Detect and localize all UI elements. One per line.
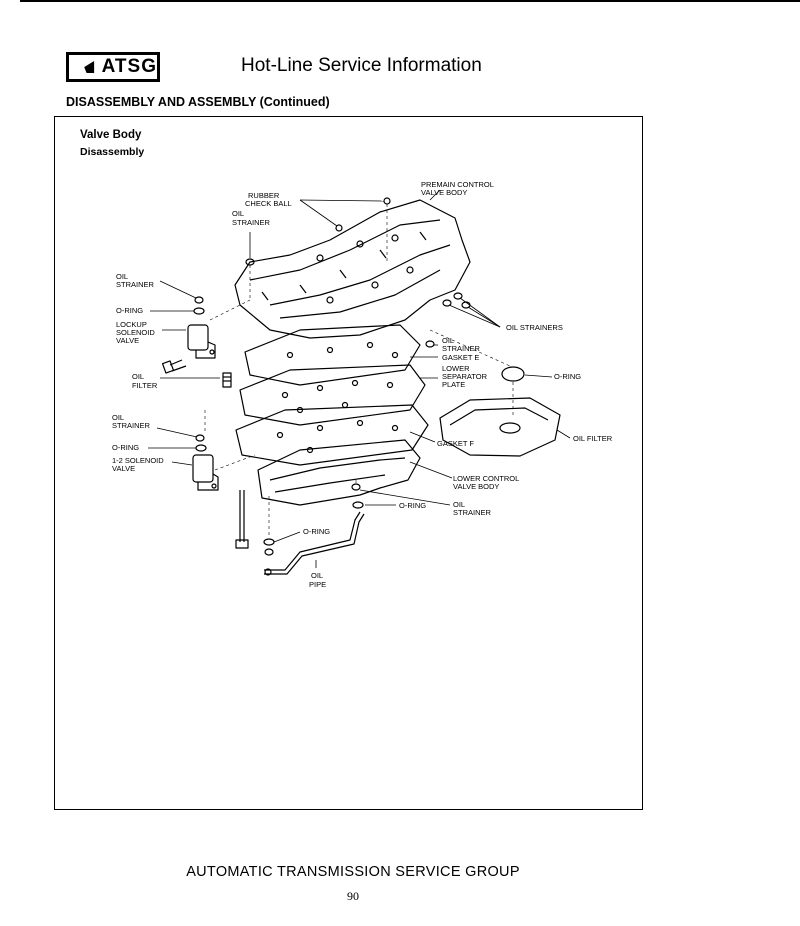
label-premain-control-2: VALVE BODY xyxy=(421,188,467,197)
label-oil-filter-left-2: FILTER xyxy=(132,381,158,390)
oil-strainer-right-part-1 xyxy=(453,292,463,300)
gasket-f xyxy=(235,404,429,466)
leader-lines xyxy=(148,189,571,568)
label-solenoid-1-2-1: 1-2 SOLENOID xyxy=(112,456,164,465)
oil-filter-left xyxy=(222,372,232,388)
label-lockup-solenoid-2: SOLENOID xyxy=(116,328,155,337)
oil-strainer-left-lower-part xyxy=(195,434,205,442)
label-oil-strainer-left-lower-2: STRAINER xyxy=(112,421,151,430)
label-lower-separator-3: PLATE xyxy=(442,380,465,389)
oil-strainer-left-part xyxy=(194,296,204,304)
o-ring-bottom-part xyxy=(263,538,275,546)
label-lower-control-2: VALVE BODY xyxy=(453,482,499,491)
oil-strainer-right-part-2 xyxy=(442,299,452,307)
figure-title: Valve Body xyxy=(80,129,142,141)
label-oil-pipe-2: PIPE xyxy=(309,580,326,589)
label-gasket-e: GASKET E xyxy=(442,353,479,362)
figure-subtitle: Disassembly xyxy=(80,146,145,158)
label-o-ring-bottom: O-RING xyxy=(303,527,330,536)
label-oil-strainer-left-2: STRAINER xyxy=(116,280,155,289)
o-ring-left-lower-part xyxy=(195,444,207,452)
oil-pipe xyxy=(264,511,365,576)
check-ball-2 xyxy=(335,224,343,232)
label-rubber-check-ball-1: RUBBER xyxy=(248,191,280,200)
label-gasket-f: GASKET F xyxy=(437,439,474,448)
lower-control-valve-body xyxy=(257,439,421,506)
o-ring-right xyxy=(501,366,525,382)
o-ring-center-part xyxy=(352,501,364,509)
figure-frame xyxy=(54,116,643,810)
lower-separator-plate xyxy=(239,364,426,426)
label-oil-filter-right: OIL FILTER xyxy=(573,434,613,443)
label-rubber-check-ball-2: CHECK BALL xyxy=(245,199,292,208)
solenoid-1-2-valve xyxy=(192,454,219,491)
premain-control-valve-body xyxy=(234,199,471,339)
oil-strainer-lower-right-part xyxy=(351,483,361,491)
label-oil-strainer-lower-right-1: OIL xyxy=(453,500,465,509)
label-oil-filter-left-1: OIL xyxy=(132,372,144,381)
oil-strainer-bottom-part xyxy=(264,548,274,556)
label-oil-strainer-left-1: OIL xyxy=(116,272,128,281)
label-lockup-solenoid-1: LOCKUP xyxy=(116,320,147,329)
label-oil-strainers-right: OIL STRAINERS xyxy=(506,323,563,332)
logo-text: ATSG xyxy=(101,56,157,77)
top-rule xyxy=(20,0,800,2)
oil-strainer-gasket-part xyxy=(425,340,435,348)
label-oil-strainer-lower-right-2: STRAINER xyxy=(453,508,492,517)
atsg-logo: ATSG xyxy=(66,52,160,82)
label-o-ring-center: O-RING xyxy=(399,501,426,510)
label-oil-pipe-1: OIL xyxy=(311,571,323,580)
label-lockup-solenoid-3: VALVE xyxy=(116,336,139,345)
lockup-solenoid-valve xyxy=(187,324,216,359)
label-oil-strainer-left-lower-1: OIL xyxy=(112,413,124,422)
label-oil-strainer-gasket-2: STRAINER xyxy=(442,344,481,353)
bolt-lower xyxy=(235,490,249,549)
oil-filter-right xyxy=(439,397,561,457)
footer-organization: AUTOMATIC TRANSMISSION SERVICE GROUP xyxy=(186,864,520,880)
label-solenoid-1-2-2: VALVE xyxy=(112,464,135,473)
page-header-title: Hot-Line Service Information xyxy=(241,55,482,76)
bolt-upper xyxy=(161,359,187,374)
label-premain-control-1: PREMAIN CONTROL xyxy=(421,180,494,189)
label-lower-separator-2: SEPARATOR xyxy=(442,372,488,381)
label-oil-strainer-top-2: STRAINER xyxy=(232,218,271,227)
label-oil-strainer-top-1: OIL xyxy=(232,209,244,218)
label-o-ring-right: O-RING xyxy=(554,372,581,381)
section-heading: DISASSEMBLY AND ASSEMBLY (Continued) xyxy=(66,95,330,109)
label-o-ring-left-lower: O-RING xyxy=(112,443,139,452)
label-lower-separator-1: LOWER xyxy=(442,364,470,373)
label-o-ring-left-top: O-RING xyxy=(116,306,143,315)
label-oil-strainer-gasket-1: OIL xyxy=(442,336,454,345)
o-ring-left-top-part xyxy=(193,307,205,315)
gasket-e xyxy=(244,324,421,386)
check-ball-1 xyxy=(383,197,391,205)
page-number: 90 xyxy=(347,889,359,903)
alignment-lines xyxy=(204,204,514,538)
label-lower-control-1: LOWER CONTROL xyxy=(453,474,519,483)
atsg-logo-mark-icon xyxy=(74,60,95,74)
